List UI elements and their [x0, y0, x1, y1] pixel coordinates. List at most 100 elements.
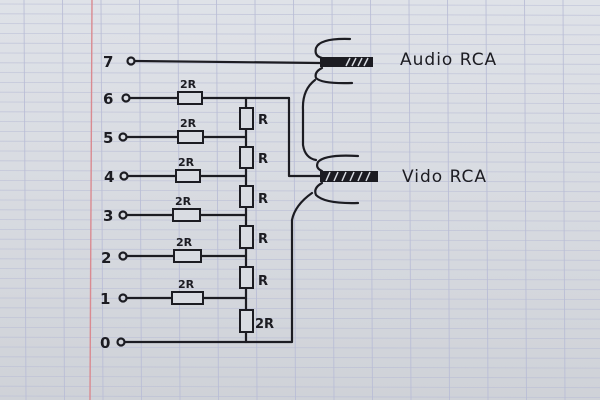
grid-line — [0, 248, 600, 251]
grid-line — [0, 130, 600, 134]
pin-7-wire — [126, 56, 322, 66]
resistor — [239, 225, 254, 249]
grid-line — [0, 91, 600, 95]
grid-line — [524, 0, 527, 400]
audio-rca-pin — [320, 57, 373, 67]
video-rca-pin — [320, 171, 378, 182]
grid-line — [0, 199, 600, 202]
grid-line — [0, 42, 600, 46]
grid-line — [0, 317, 600, 320]
resistor — [171, 291, 204, 305]
pin-label: 5 — [103, 129, 113, 147]
bit-rows — [116, 93, 322, 347]
grid-line — [0, 346, 600, 349]
resistor — [173, 249, 202, 263]
pin-label: 2 — [101, 249, 111, 267]
grid-line — [0, 336, 600, 340]
grid-line — [254, 0, 258, 400]
grid-line — [62, 0, 65, 400]
resistor — [177, 91, 203, 105]
grid-line — [100, 0, 104, 400]
grid-line — [0, 385, 600, 389]
resistor — [239, 107, 254, 130]
series-resistor-labels: 2R 2R 2R 2R 2R 2R — [175, 78, 197, 291]
resistor-value: 2R — [178, 278, 195, 291]
ladder-resistor-labels: R R R R R 2R — [255, 113, 274, 332]
pin-label: 1 — [100, 290, 110, 308]
audio-rca-label: Audio RCA — [400, 50, 497, 70]
series-resistors — [171, 91, 204, 305]
grid-line — [0, 121, 600, 124]
grid-line — [447, 0, 450, 400]
grid-line — [0, 326, 600, 330]
grid-line — [177, 0, 181, 400]
resistor — [239, 309, 254, 333]
resistor-value: 2R — [176, 236, 193, 249]
video-rca-label: Vido RCA — [402, 167, 487, 187]
pin-label: 4 — [104, 168, 114, 186]
grid-line — [293, 0, 296, 400]
grid-line — [0, 228, 600, 232]
pin-label: 0 — [100, 334, 110, 352]
resistor-value: 2R — [175, 195, 192, 208]
grid-line — [139, 0, 142, 400]
pin-label: 3 — [103, 207, 113, 225]
grid-line — [0, 395, 600, 398]
pin-label: 7 — [103, 53, 113, 71]
grid-line — [0, 238, 600, 242]
margin-line — [89, 0, 93, 400]
resistor — [239, 185, 254, 208]
resistor — [175, 169, 201, 183]
grid-line — [0, 111, 600, 114]
resistor-value: R — [258, 192, 268, 207]
grid-line — [0, 72, 600, 75]
resistor-value: 2R — [255, 317, 274, 332]
pin-label: 6 — [103, 90, 113, 108]
grid-line — [0, 82, 600, 85]
video-rca-connector — [314, 154, 378, 205]
resistor-value: R — [258, 232, 268, 247]
grid-line — [0, 52, 600, 55]
grid-line — [0, 33, 600, 36]
resistor — [239, 146, 254, 169]
resistor — [239, 266, 254, 289]
grid-line — [0, 219, 600, 222]
grid-line — [0, 13, 600, 16]
grid-line — [0, 3, 600, 6]
grid-line — [0, 307, 600, 310]
grid-line — [0, 150, 600, 153]
grid-line — [23, 0, 27, 400]
grid-line — [0, 209, 600, 212]
grid-line — [0, 140, 600, 144]
grid-line — [0, 160, 600, 163]
resistor-value: 2R — [180, 78, 197, 91]
resistor-value: 2R — [178, 156, 195, 169]
grid-line — [562, 0, 566, 400]
grid-line — [0, 101, 600, 104]
resistor-value: R — [258, 113, 268, 128]
resistor-value: R — [258, 152, 268, 167]
grid-line — [0, 268, 600, 271]
grid-line — [0, 258, 600, 261]
audio-rca-connector — [314, 37, 373, 85]
pin-labels: 7 6 5 4 3 2 1 0 — [100, 53, 114, 352]
shield-wire — [301, 78, 318, 162]
resistor — [177, 130, 204, 144]
grid-line — [0, 170, 600, 173]
grid-line — [485, 0, 489, 400]
grid-line — [0, 297, 600, 300]
grid-line — [0, 356, 600, 359]
grid-line — [0, 366, 600, 369]
grid-line — [0, 189, 600, 193]
resistor — [172, 208, 201, 222]
grid-line — [0, 23, 600, 26]
grid-line — [0, 277, 600, 281]
grid-line — [408, 0, 412, 400]
ladder-resistors — [239, 107, 254, 333]
grid-line — [0, 375, 600, 379]
resistor-value: 2R — [180, 117, 197, 130]
grid-line — [0, 179, 600, 183]
